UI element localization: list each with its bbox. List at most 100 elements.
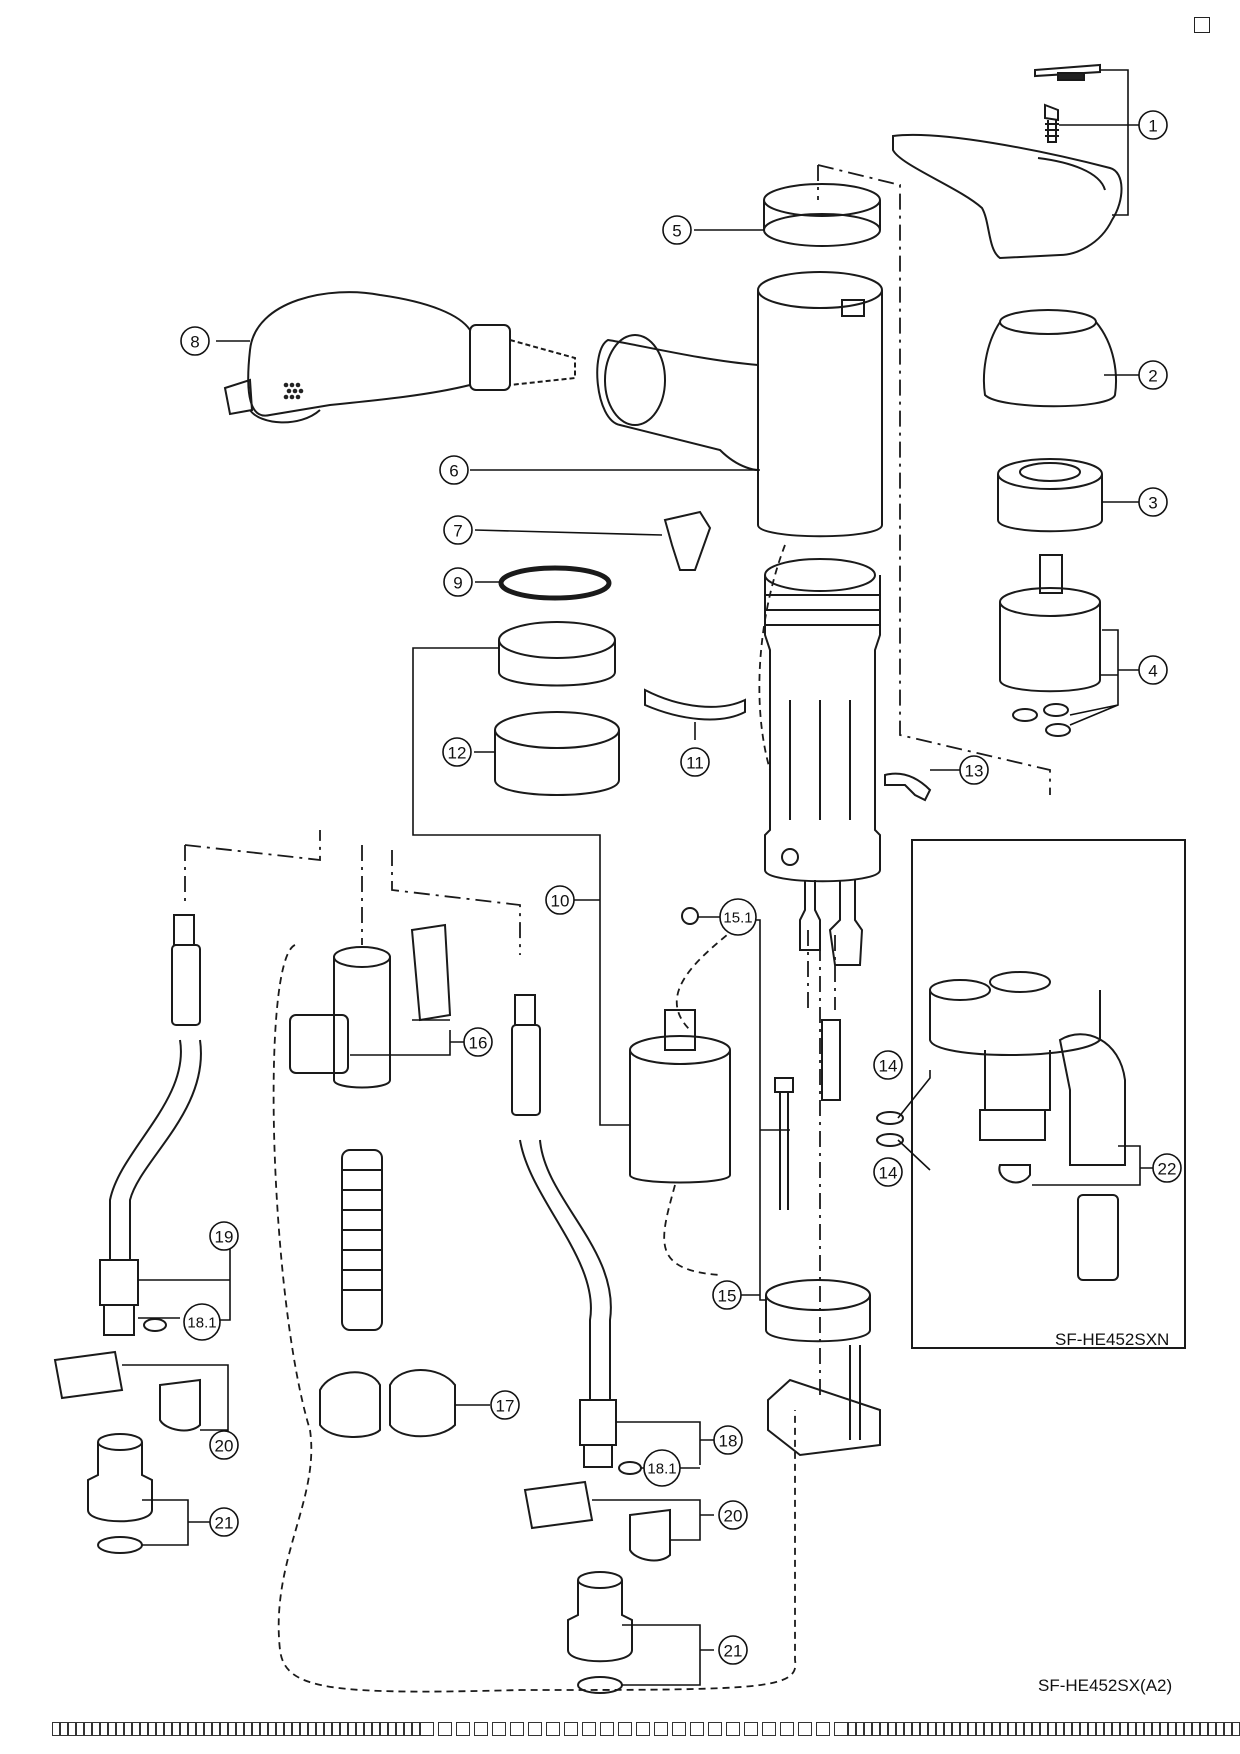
part-split-clamp <box>319 1369 456 1438</box>
callout-number: 8 <box>190 333 199 352</box>
part-hose-clip-left <box>53 1350 124 1400</box>
callout-circle <box>718 1635 748 1665</box>
callout-number: 14 <box>879 1057 898 1076</box>
callout-c181a: 18.1 <box>183 1303 221 1341</box>
callout-circle <box>959 755 989 785</box>
callout-c9: 9 <box>443 567 473 597</box>
callout-circle <box>439 455 469 485</box>
part-fitting-left <box>87 1433 153 1554</box>
callout-c16: 16 <box>463 1027 493 1057</box>
callout-circle <box>443 515 473 545</box>
callout-circle <box>180 326 210 356</box>
callout-group: 1234567891011121314141515.116171818.118.… <box>180 110 1182 1665</box>
part-cylinder <box>629 1009 731 1184</box>
part-right-hose <box>511 994 642 1475</box>
part-nut <box>997 458 1103 533</box>
model-label-main: SF-HE452SX(A2) <box>1038 1676 1173 1695</box>
part-small-ring-a <box>876 1111 904 1125</box>
callout-circle <box>873 1050 903 1080</box>
callout-number: 14 <box>879 1164 898 1183</box>
part-flex-hose <box>341 1149 383 1331</box>
callout-c15: 15 <box>712 1280 742 1310</box>
callout-circle <box>1138 487 1168 517</box>
callout-circle <box>490 1390 520 1420</box>
callout-circle <box>463 1027 493 1057</box>
inset-parts <box>929 971 1126 1281</box>
callout-number: 10 <box>551 892 570 911</box>
part-half-ring <box>644 688 746 721</box>
callout-circle <box>545 885 575 915</box>
callout-number: 9 <box>453 574 462 593</box>
callout-number: 2 <box>1148 367 1157 386</box>
spray-dots <box>283 382 304 400</box>
callout-circle <box>712 1280 742 1310</box>
part-faucet-body <box>596 271 883 538</box>
callout-number: 18.1 <box>187 1315 216 1332</box>
callout-number: 15 <box>718 1287 737 1306</box>
footer-placeholder-glyphs <box>52 1722 1240 1738</box>
checkbox-square <box>1194 17 1210 33</box>
callout-circle <box>1138 655 1168 685</box>
part-cover <box>982 309 1118 408</box>
callout-number: 6 <box>449 462 458 481</box>
callout-circle <box>442 737 472 767</box>
callout-circle <box>1138 110 1168 140</box>
callout-number: 3 <box>1148 494 1157 513</box>
callout-c3: 3 <box>1138 487 1168 517</box>
callout-c7: 7 <box>443 515 473 545</box>
part-holder <box>498 621 616 687</box>
callout-number: 17 <box>496 1397 515 1416</box>
callout-c6: 6 <box>439 455 469 485</box>
callout-c13: 13 <box>959 755 989 785</box>
hose-route-lines <box>272 544 797 1693</box>
callout-number: 1 <box>1148 117 1157 136</box>
callout-number: 22 <box>1158 1160 1177 1179</box>
callout-circle <box>719 898 757 936</box>
part-small-clip <box>884 772 932 802</box>
part-left-hose <box>99 914 202 1336</box>
callout-c14a: 14 <box>873 1050 903 1080</box>
callout-number: 21 <box>215 1514 234 1533</box>
part-o-ring <box>498 565 612 601</box>
part-small-ring-b <box>876 1133 904 1147</box>
callout-circle <box>662 215 692 245</box>
callout-c12: 12 <box>442 737 472 767</box>
callout-c21b: 21 <box>718 1635 748 1665</box>
part-collar <box>494 711 620 796</box>
callout-circle <box>209 1221 239 1251</box>
callout-c2: 2 <box>1138 360 1168 390</box>
part-fitting-right <box>567 1571 633 1694</box>
part-ring <box>763 183 881 217</box>
callout-c22: 22 <box>1152 1153 1182 1183</box>
callout-c21a: 21 <box>209 1507 239 1537</box>
callout-c4: 4 <box>1138 655 1168 685</box>
callout-circle <box>680 747 710 777</box>
callout-circle <box>643 1449 681 1487</box>
callout-circle <box>718 1500 748 1530</box>
callout-number: 20 <box>724 1507 743 1526</box>
callout-circle <box>713 1425 743 1455</box>
callout-number: 13 <box>965 762 984 781</box>
callout-circle <box>1152 1153 1182 1183</box>
part-pin <box>821 1019 841 1101</box>
callout-number: 4 <box>1148 662 1157 681</box>
callout-circle <box>183 1303 221 1341</box>
assembly-guide-lines <box>184 164 1051 1395</box>
callout-c18: 18 <box>713 1425 743 1455</box>
part-mounting-plate <box>765 1279 881 1457</box>
part-lever-handle <box>892 63 1123 260</box>
leader-lines <box>122 69 1155 1686</box>
part-shower-head <box>223 291 576 424</box>
callout-number: 18 <box>719 1432 738 1451</box>
callout-number: 18.1 <box>647 1461 676 1478</box>
callout-c5: 5 <box>662 215 692 245</box>
callout-c20b: 20 <box>718 1500 748 1530</box>
callout-number: 5 <box>672 222 681 241</box>
model-label-inset: SF-HE452SXN <box>1055 1330 1170 1349</box>
callout-number: 16 <box>469 1034 488 1053</box>
callout-number: 19 <box>215 1228 234 1247</box>
callout-c181b: 18.1 <box>643 1449 681 1487</box>
part-hose-cover-right <box>629 1508 671 1562</box>
callout-number: 12 <box>448 744 467 763</box>
callout-circle <box>873 1157 903 1187</box>
